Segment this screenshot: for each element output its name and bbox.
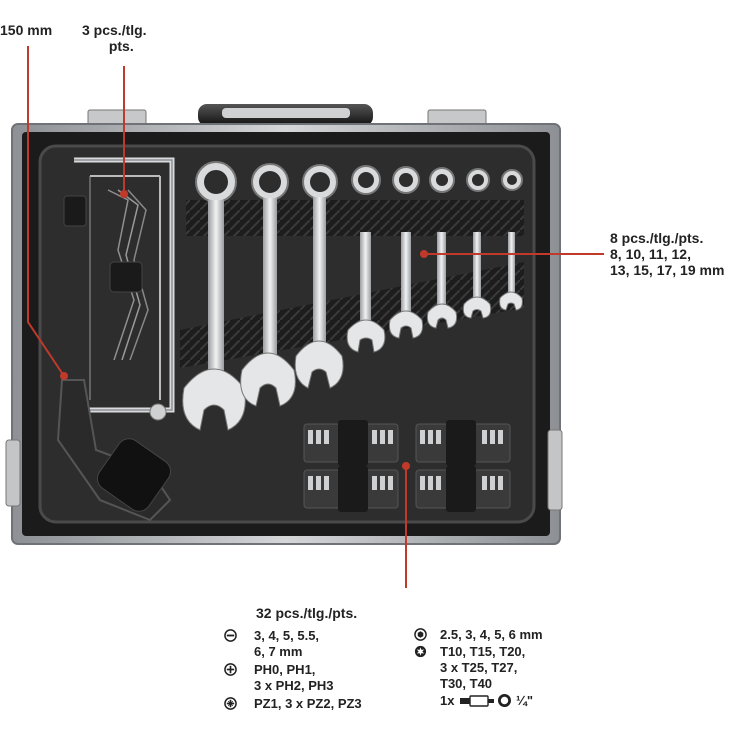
hex-socket-icon: [414, 628, 427, 641]
wrench-line2: 8, 10, 11, 12,: [610, 246, 691, 262]
wrench-set: [182, 161, 523, 431]
spare-blades: [63, 189, 149, 361]
slotted-screw-icon: [224, 629, 237, 642]
wrench-line1: 8 pcs./tlg./pts.: [610, 230, 704, 246]
pozidriv-line1: PZ1, 3 x PZ2, PZ3: [254, 696, 362, 711]
wrench-strap-upper: [186, 200, 524, 236]
torx-line3: T30, T40: [440, 676, 493, 691]
torx-line2: 3 x T25, T27,: [440, 660, 518, 675]
slotted-line2: 6, 7 mm: [254, 644, 303, 659]
bit-racks: [303, 420, 511, 512]
hacksaw-size-label: 150 mm: [0, 22, 53, 38]
torx-line1: T10, T15, T20,: [440, 644, 526, 659]
wrench-label: 8 pcs./tlg./pts. 8, 10, 11, 12, 13, 15, …: [610, 230, 724, 278]
case-side-latch-right: [547, 429, 563, 511]
case-side-latch-left: [5, 439, 21, 507]
magnet-ring-icon: [498, 694, 511, 707]
bit-holder-icon: [460, 695, 494, 707]
wrench-line3: 13, 15, 17, 19 mm: [610, 262, 725, 278]
bits-title: 32 pcs./tlg./pts.: [256, 605, 358, 621]
bit-holder-prefix: 1x: [440, 693, 455, 708]
hacksaw-blades-line1: 3 pcs./tlg.: [82, 22, 147, 38]
hacksaw-blades-label: 3 pcs./tlg. pts.: [82, 22, 147, 54]
bit-holder-size: ¼": [516, 693, 534, 708]
leader-hacksaw: [27, 46, 65, 377]
hex-line1: 2.5, 3, 4, 5, 6 mm: [440, 627, 543, 642]
case-handle: [198, 104, 373, 126]
bits-left-column: 3, 4, 5, 5.5, 6, 7 mm PH0, PH1, 3 x PH2,…: [224, 628, 424, 728]
leader-lines: [27, 46, 604, 588]
phillips-line2: 3 x PH2, PH3: [254, 678, 334, 693]
phillips-screw-icon: [224, 663, 237, 676]
leader-dots: [60, 190, 428, 470]
slotted-line1: 3, 4, 5, 5.5,: [254, 628, 320, 643]
phillips-line1: PH0, PH1,: [254, 662, 316, 677]
torx-star-icon: [414, 645, 427, 658]
pozidriv-screw-icon: [224, 697, 237, 710]
bits-right-column: 2.5, 3, 4, 5, 6 mm T10, T15, T20, 3 x T2…: [414, 626, 614, 732]
hacksaw-blades-line2: pts.: [108, 38, 134, 54]
